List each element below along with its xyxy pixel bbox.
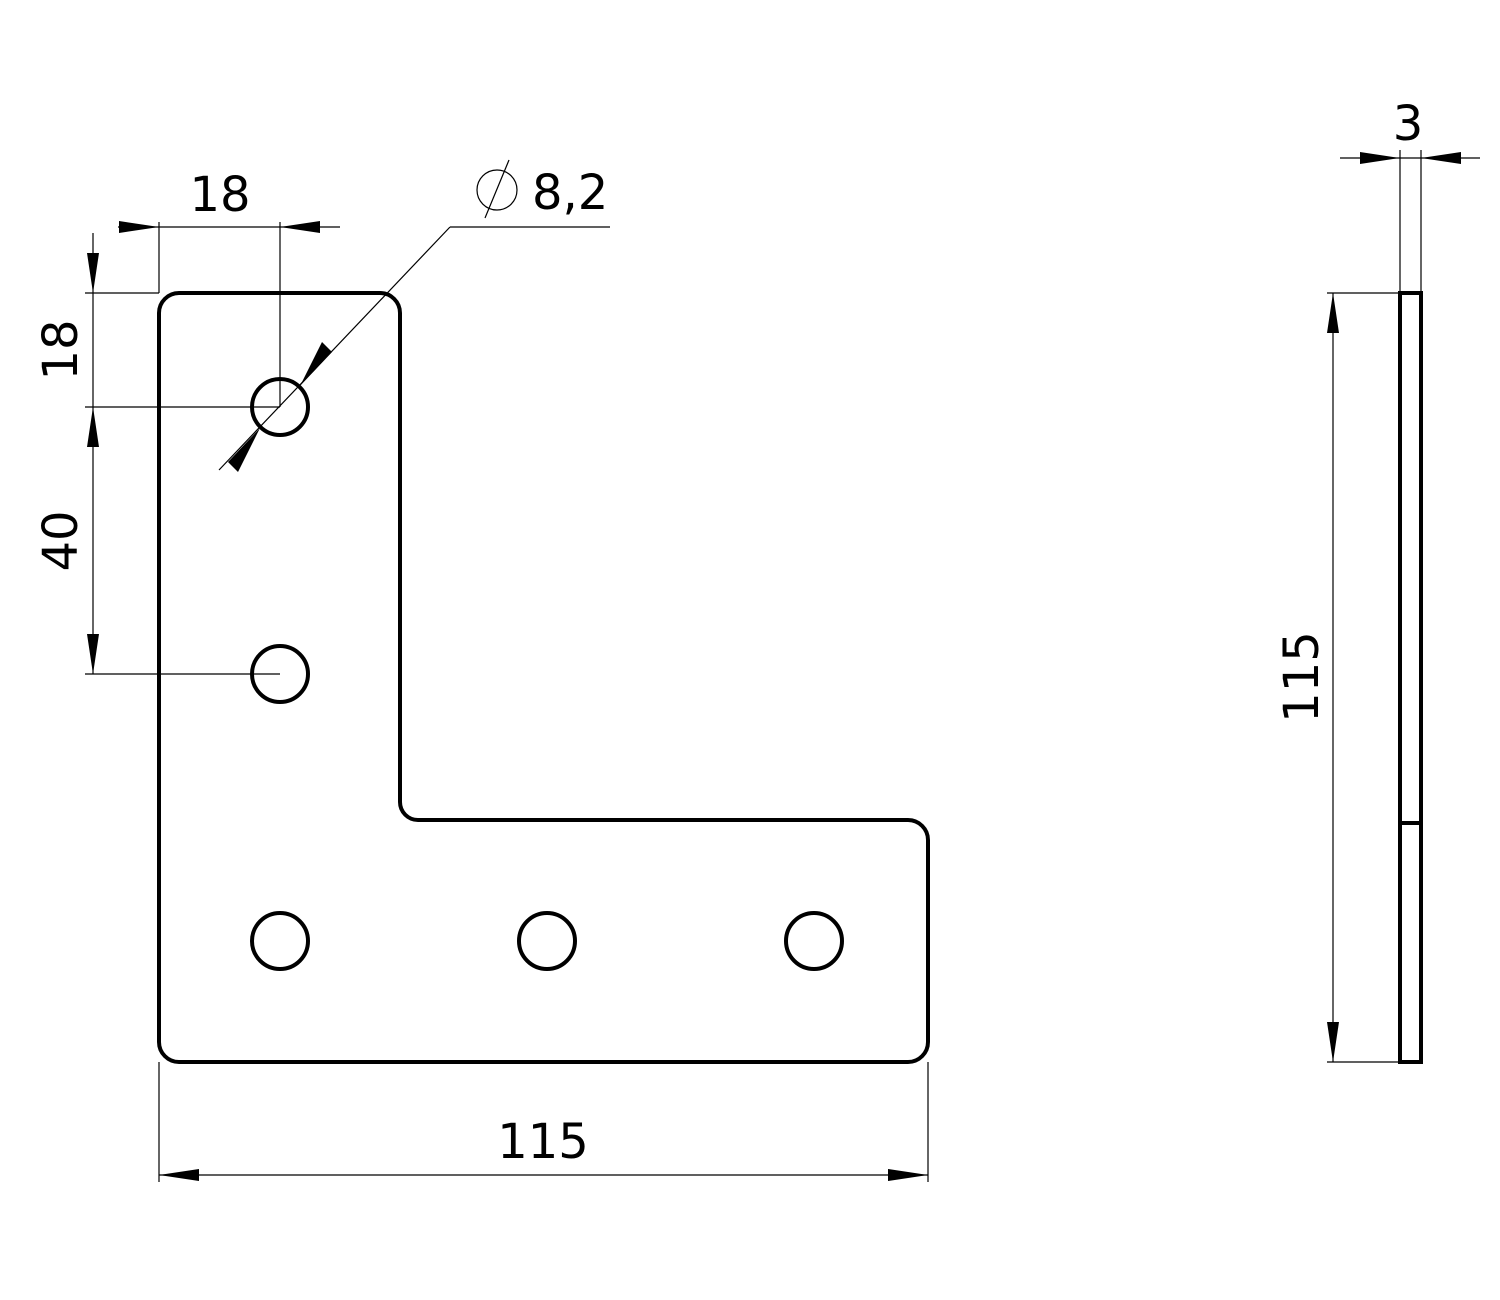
dimension-hole-spacing: 40 [33, 510, 280, 675]
hole [517, 911, 577, 971]
dim-text: 115 [1274, 631, 1330, 723]
dimension-hole-diameter: 8,2 [218, 159, 610, 472]
dim-text: 3 [1393, 96, 1424, 152]
dimension-hole-y: 18 [33, 233, 280, 674]
dim-text: 18 [189, 167, 250, 223]
side-view-outline [1398, 291, 1423, 1064]
dim-text: 8,2 [532, 165, 608, 221]
plate-outline [157, 291, 930, 1064]
hole [250, 911, 310, 971]
hole [784, 911, 844, 971]
dimension-height: 115 [1274, 292, 1400, 1063]
dim-text: 115 [497, 1114, 589, 1170]
dim-text: 18 [33, 319, 89, 380]
dimension-width: 115 [158, 1062, 929, 1182]
dimension-thickness: 3 [1340, 96, 1480, 293]
dim-text: 40 [33, 510, 89, 571]
dimension-hole-x: 18 [118, 167, 340, 407]
